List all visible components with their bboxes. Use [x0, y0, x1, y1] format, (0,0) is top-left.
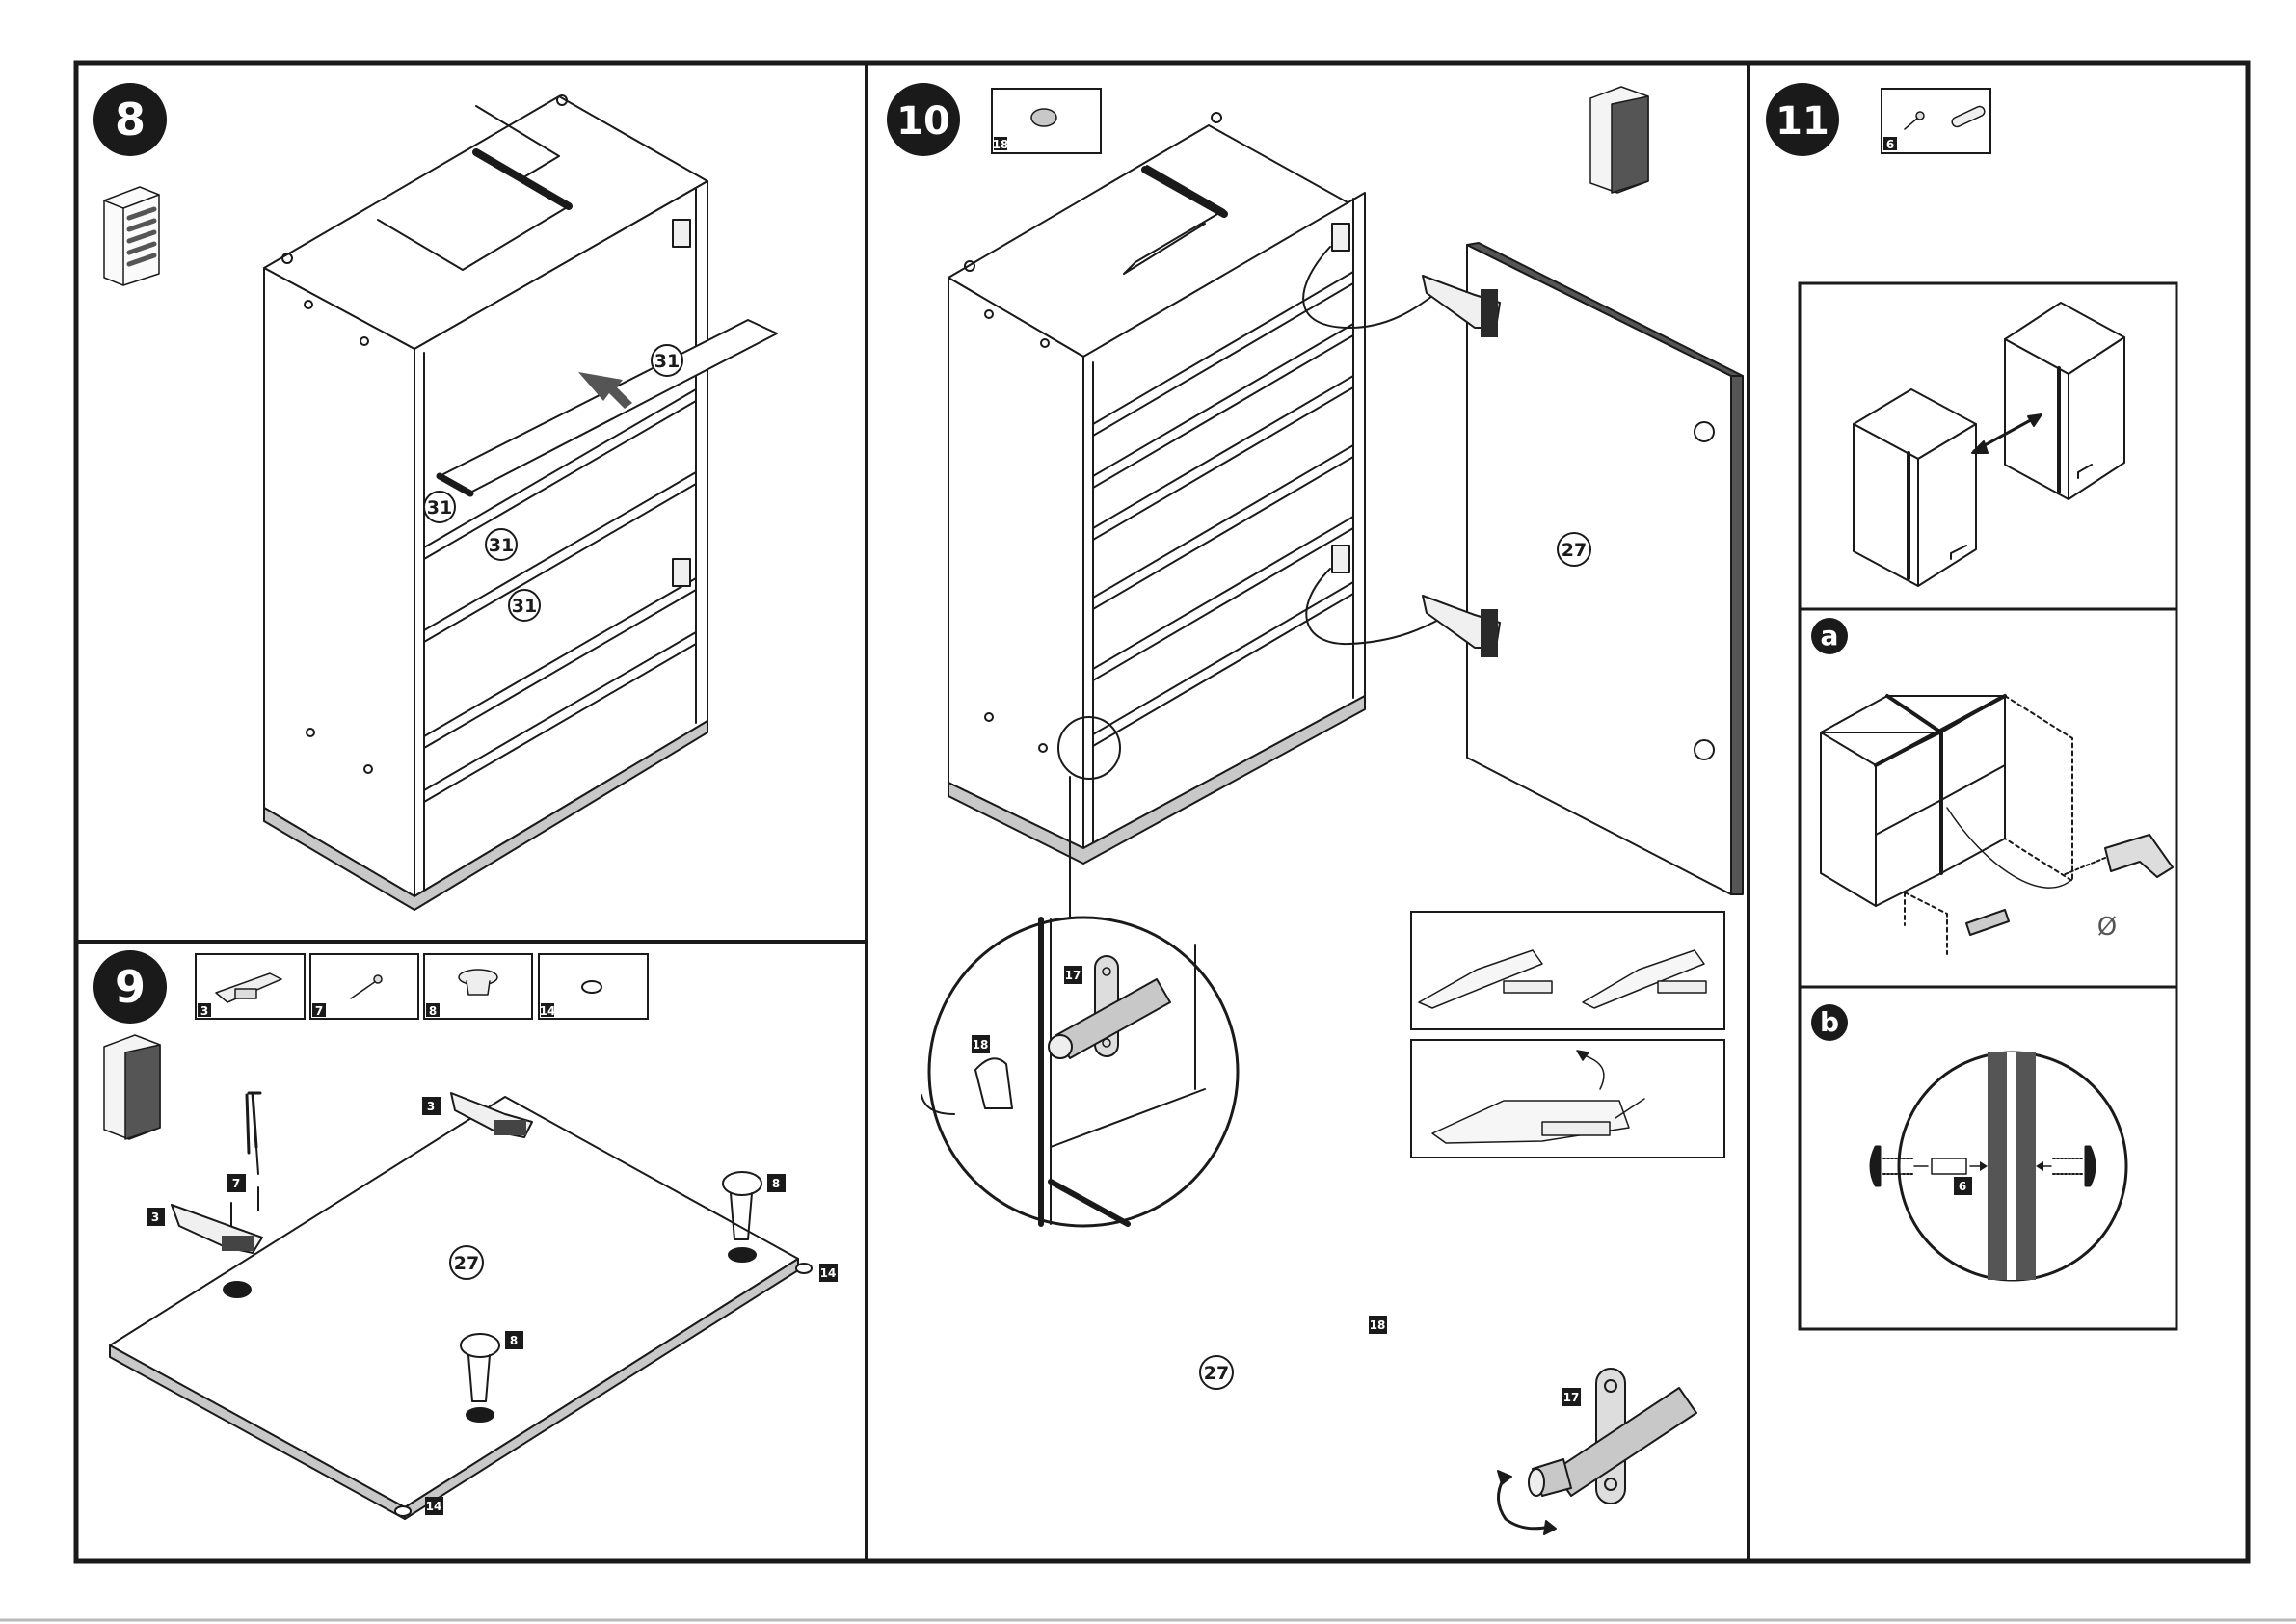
part-label-3: 3	[147, 1208, 165, 1226]
part-callout-31: 31	[424, 492, 455, 522]
step-9-door-drawing	[110, 1093, 812, 1519]
svg-text:31: 31	[427, 497, 452, 519]
parts-box-hinge: 3	[196, 954, 305, 1019]
part-label-3: 3	[422, 1097, 441, 1115]
part-callout-31: 31	[652, 345, 682, 376]
svg-text:14: 14	[426, 1500, 442, 1513]
part-callout-31: 31	[486, 529, 517, 560]
svg-text:31: 31	[489, 535, 514, 556]
svg-text:6: 6	[1959, 1180, 1966, 1193]
part-label-14: 14	[819, 1264, 838, 1282]
svg-text:31: 31	[512, 596, 537, 617]
push-latch-detail-circle	[921, 918, 1238, 1226]
step-10-door-drawing	[1423, 243, 1743, 894]
svg-text:3: 3	[151, 1211, 159, 1224]
svg-text:27: 27	[1562, 540, 1587, 561]
door-thumbnail-icon	[1590, 87, 1648, 193]
hinge-detail-box	[1411, 1040, 1724, 1158]
parts-box-screw: 7	[310, 954, 418, 1019]
step-8-cabinet-drawing	[264, 95, 777, 910]
connector-detail-circle	[1871, 1052, 2126, 1280]
svg-text:7: 7	[315, 1004, 323, 1018]
hinge-detail-box	[1411, 912, 1724, 1029]
part-callout-27: 27	[450, 1246, 483, 1279]
cabinet-thumbnail-icon	[104, 187, 159, 285]
step-11-number: 11	[1775, 99, 1829, 144]
svg-text:3: 3	[200, 1004, 208, 1018]
part-label-17: 17	[1562, 1388, 1581, 1406]
step-10-cabinet-drawing	[948, 113, 1444, 921]
svg-text:7: 7	[232, 1177, 240, 1190]
push-latch-drawing	[1498, 1369, 1696, 1534]
svg-text:14: 14	[540, 1004, 556, 1018]
svg-text:8: 8	[510, 1334, 518, 1347]
part-callout-27: 27	[1558, 533, 1590, 566]
parts-box-pad: 14	[539, 954, 648, 1019]
sub-step-b-badge: b	[1811, 1004, 1848, 1041]
svg-text:14: 14	[820, 1266, 837, 1280]
svg-text:27: 27	[1204, 1363, 1229, 1384]
diameter-symbol: Ø	[2097, 913, 2117, 942]
svg-text:31: 31	[654, 351, 680, 372]
svg-text:6: 6	[1886, 138, 1894, 151]
part-callout-27: 27	[1200, 1356, 1233, 1389]
svg-text:18: 18	[973, 1038, 989, 1052]
part-label-7: 7	[227, 1174, 246, 1192]
part-callout-31: 31	[509, 590, 540, 621]
step-10-number: 10	[896, 99, 950, 144]
step-9-panel: 9 3 7 8 14	[93, 950, 838, 1519]
step-8-panel: 8	[93, 83, 777, 910]
parts-box-pad: 18	[992, 89, 1101, 153]
step-11-panel: 11 6	[1766, 83, 2176, 1329]
svg-text:27: 27	[454, 1253, 479, 1274]
step-8-number: 8	[115, 93, 146, 146]
drilling-cabinets-drawing	[1821, 696, 2173, 954]
svg-text:8: 8	[772, 1177, 780, 1190]
svg-text:17: 17	[1563, 1391, 1580, 1404]
step-9-number: 9	[115, 961, 146, 1013]
part-label-17: 17	[1064, 966, 1082, 984]
parts-box-connector: 6	[1882, 89, 1990, 153]
part-label-8: 8	[767, 1174, 786, 1192]
part-label-18: 18	[972, 1035, 990, 1053]
part-label-18: 18	[1369, 1316, 1387, 1334]
svg-text:b: b	[1820, 1006, 1839, 1038]
two-cabinets-drawing	[1854, 303, 2124, 586]
door-thumbnail-icon	[104, 1035, 160, 1139]
part-label-8: 8	[505, 1331, 523, 1349]
part-label-14: 14	[425, 1497, 443, 1515]
svg-text:18: 18	[993, 138, 1009, 151]
svg-text:3: 3	[427, 1100, 435, 1113]
svg-text:18: 18	[1370, 1318, 1386, 1332]
parts-box-knob: 8	[424, 954, 532, 1019]
svg-text:8: 8	[429, 1004, 437, 1018]
part-label-6: 6	[1954, 1177, 1972, 1195]
step-10-panel: 10 18	[887, 83, 1743, 1534]
svg-text:17: 17	[1065, 969, 1081, 982]
svg-text:a: a	[1821, 620, 1839, 652]
sub-step-a-badge: a	[1811, 618, 1848, 654]
